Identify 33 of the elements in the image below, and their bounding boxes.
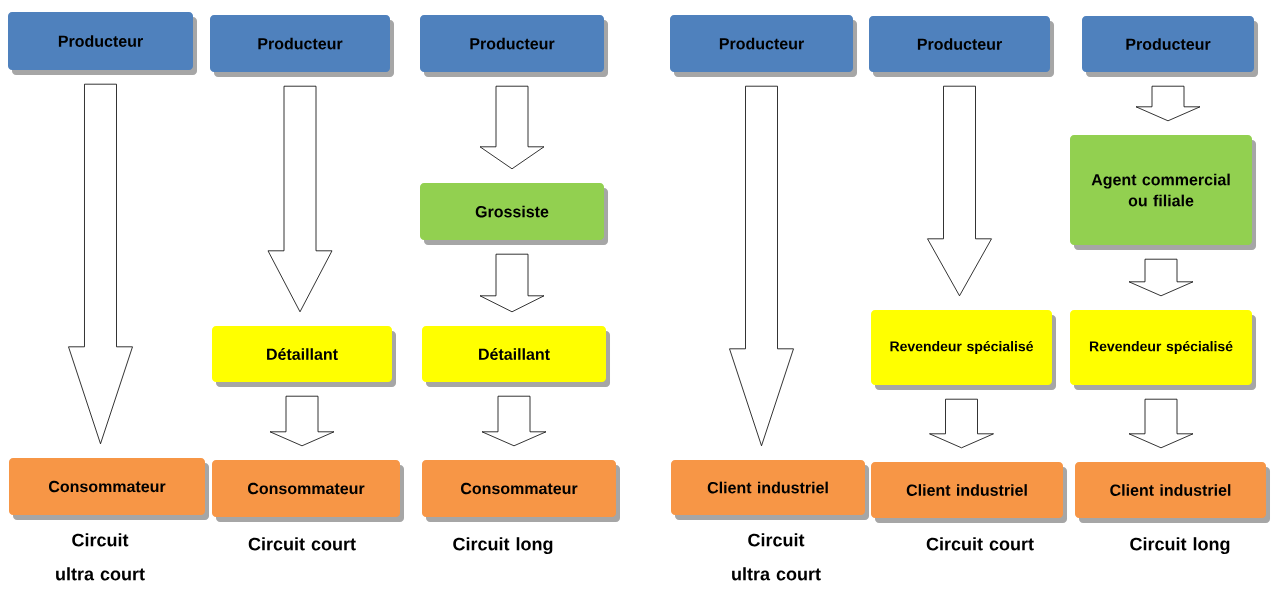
process-box: Consommateur — [422, 460, 620, 522]
block-arrow — [1128, 258, 1194, 297]
block-arrow — [929, 398, 994, 449]
block-arrow — [1135, 85, 1201, 122]
process-box: Producteur — [210, 15, 394, 77]
block-arrow — [1128, 398, 1194, 449]
process-box: Consommateur — [9, 458, 209, 520]
column-caption: Circuit court — [926, 537, 1034, 551]
process-box: Producteur — [670, 15, 857, 77]
process-box: Détaillant — [212, 326, 396, 387]
block-arrow — [267, 85, 333, 313]
process-box: Agent commercial ou filiale — [1070, 135, 1256, 250]
process-box: Producteur — [8, 12, 197, 75]
process-box: Grossiste — [420, 183, 608, 245]
process-box: Consommateur — [212, 460, 404, 522]
process-box: Producteur — [869, 16, 1054, 77]
process-box: Client industriel — [871, 462, 1067, 523]
block-arrow — [729, 85, 794, 447]
block-arrow — [68, 83, 133, 445]
block-arrow — [269, 395, 335, 447]
process-box: Revendeur spécialisé — [871, 310, 1056, 390]
process-box: Client industriel — [671, 460, 869, 520]
column-caption: Circuit court — [248, 537, 356, 551]
block-arrow — [479, 253, 545, 313]
process-box: Revendeur spécialisé — [1070, 310, 1256, 390]
block-arrow — [479, 85, 545, 170]
process-box: Détaillant — [422, 326, 610, 387]
process-box: Producteur — [1082, 16, 1258, 77]
column-caption: Circuit long — [453, 537, 553, 555]
process-box: Client industriel — [1075, 462, 1270, 523]
block-arrow — [927, 85, 992, 297]
process-box: Producteur — [420, 15, 608, 77]
block-arrow — [481, 395, 547, 447]
